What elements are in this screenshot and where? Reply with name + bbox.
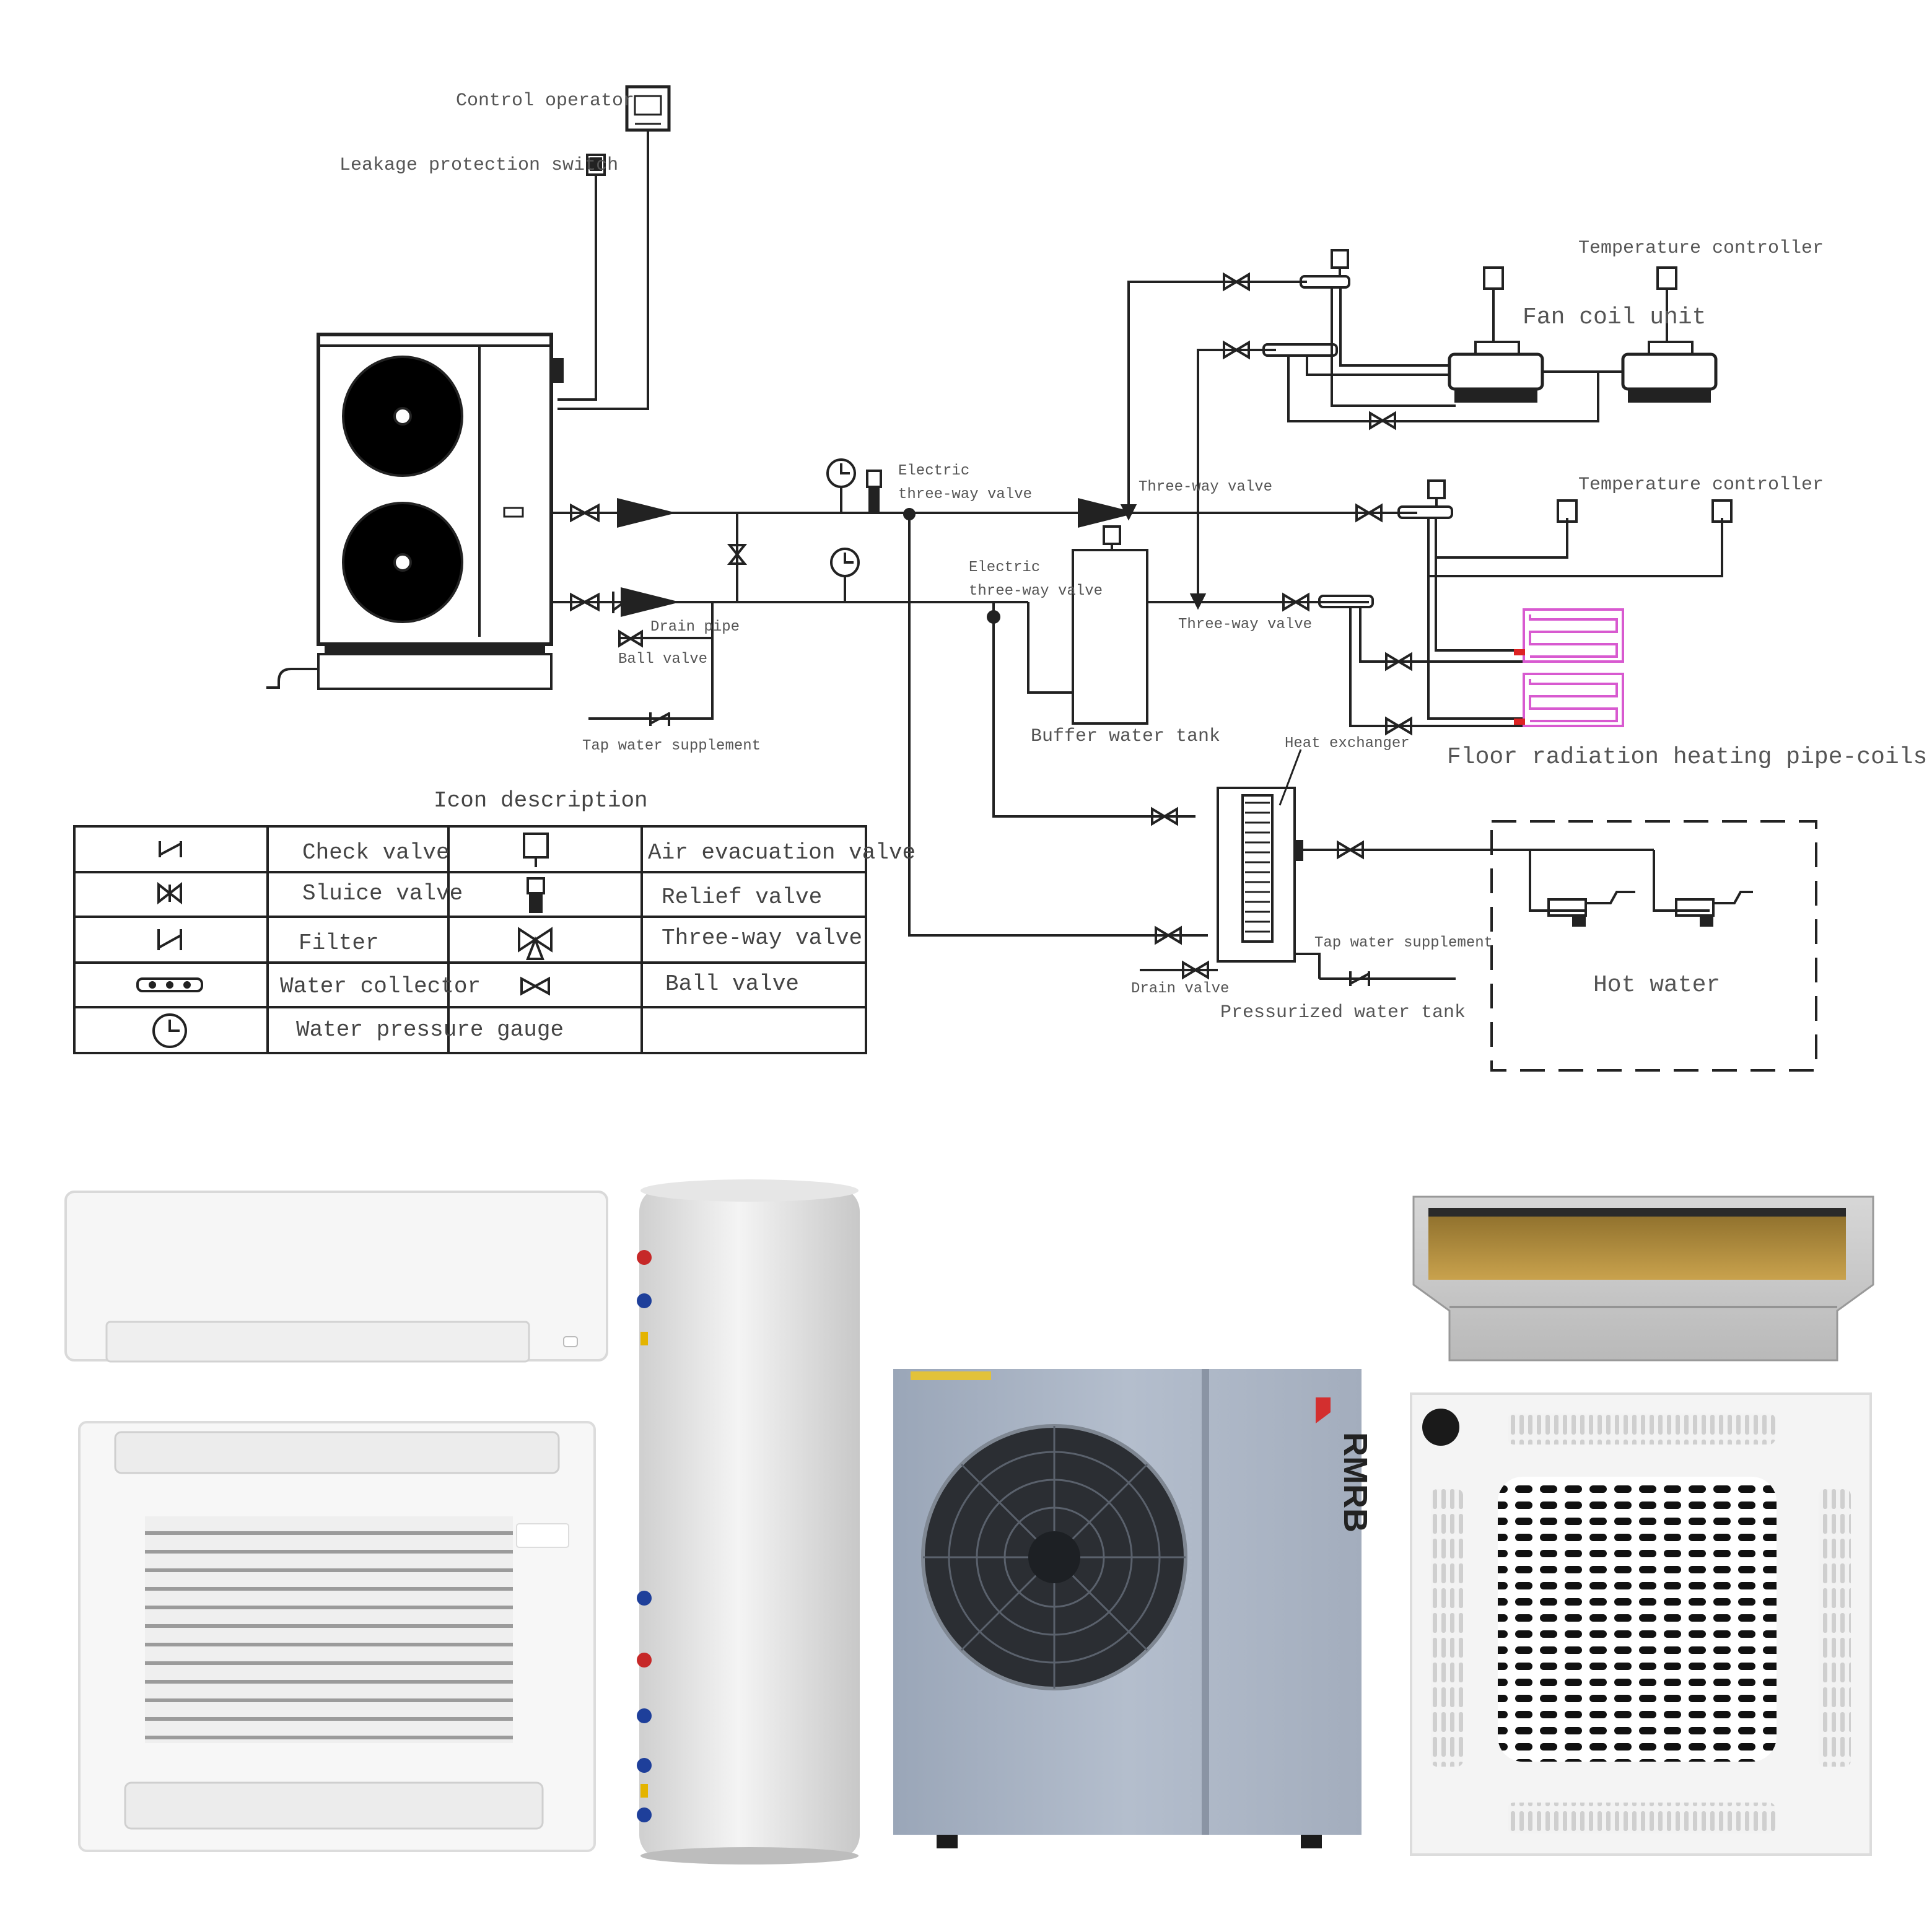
- label-floor-radiation: Floor radiation heating pipe-coils: [1447, 744, 1927, 771]
- brand-label: RMRB: [1337, 1432, 1374, 1532]
- ball-valve-icon: [1182, 960, 1209, 980]
- faucet-icon: [1675, 891, 1753, 927]
- cassette-unit-image: [1410, 1392, 1872, 1856]
- check-valve-icon: [1349, 971, 1370, 986]
- buffer-tank-icon: [1072, 525, 1148, 725]
- pressurized-tank-icon: [1217, 787, 1303, 963]
- sluice-valve-icon: [157, 881, 182, 905]
- label-ball-valve: Ball valve: [618, 651, 707, 668]
- air-evacuation-valve-icon: [523, 833, 549, 867]
- label-electric-valve-2b: three-way valve: [969, 583, 1103, 600]
- product-photos: RMRB: [64, 1179, 1874, 1864]
- legend-label-5: Water pressure gauge: [296, 1017, 564, 1042]
- ball-valve-icon: [570, 592, 600, 612]
- brand-logo-icon: [1316, 1397, 1331, 1423]
- label-temp-controller-mid: Temperature controller: [1578, 474, 1824, 496]
- ball-valve-icon: [1282, 592, 1309, 612]
- ball-valve-icon: [1385, 716, 1412, 736]
- ball-valve-icon: [520, 976, 550, 996]
- air-evacuation-valve-icon: [1331, 249, 1349, 276]
- ball-valve-icon: [1337, 840, 1364, 860]
- fan-coil-unit-icon: [1621, 341, 1718, 403]
- filter-icon: [157, 929, 182, 950]
- three-way-valve-icon: [1120, 504, 1137, 521]
- check-valve-icon: [649, 712, 670, 726]
- legend-label-4: Water collector: [280, 974, 481, 999]
- label-drain-valve: Drain valve: [1131, 981, 1229, 997]
- outdoor-unit-icon: [266, 333, 564, 690]
- hot-water-zone: [1490, 820, 1817, 1072]
- label-buffer-tank: Buffer water tank: [1031, 726, 1220, 747]
- label-tap-water-supplement-2: Tap water supplement: [1314, 935, 1493, 951]
- pressure-gauge-icon: [830, 548, 860, 602]
- sluice-valve-icon: [727, 544, 748, 565]
- heat-pump-unit-image: [893, 1369, 1362, 1848]
- ball-valve-icon: [1155, 925, 1182, 945]
- label-three-way-valve-mid: Three-way valve: [1178, 616, 1312, 633]
- water-collector-icon: [1300, 275, 1350, 289]
- check-valve-icon: [159, 841, 182, 857]
- label-tap-water-supplement: Tap water supplement: [582, 738, 761, 754]
- filter-icon: [612, 592, 636, 613]
- label-electric-valve-1: Electric: [898, 463, 969, 479]
- legend-label-3: Filter: [299, 930, 379, 956]
- three-way-valve-icon: [518, 927, 553, 960]
- fan-coil-unit-icon: [1448, 341, 1544, 403]
- floor-heating-coil-icon: [1523, 608, 1624, 727]
- water-collector-icon: [1318, 595, 1374, 608]
- water-collector-icon: [1262, 343, 1338, 357]
- label-temp-controller-top: Temperature controller: [1578, 238, 1824, 259]
- legend-label-2: Sluice valve: [302, 881, 463, 906]
- legend-label-6: Air evacuation valve: [648, 840, 916, 865]
- label-electric-valve-1b: three-way valve: [898, 486, 1032, 503]
- label-control-operator: Control operator: [456, 90, 634, 111]
- pressure-gauge-icon: [826, 458, 856, 513]
- heating-schematic: [266, 85, 1817, 1072]
- water-tank-image: [637, 1179, 860, 1864]
- thermostat-icon: [1483, 266, 1504, 342]
- legend-label-7: Relief valve: [662, 885, 822, 910]
- thermostat-icon: [1711, 499, 1733, 523]
- schematic-labels: Control operator Leakage protection swit…: [339, 90, 1927, 1023]
- label-leakage-switch: Leakage protection switch: [339, 155, 618, 176]
- relief-valve-icon: [866, 470, 882, 514]
- water-collector-icon: [136, 977, 203, 992]
- label-pressurized-tank: Pressurized water tank: [1220, 1002, 1466, 1023]
- floor-console-unit-image: [78, 1421, 596, 1852]
- label-fan-coil-unit: Fan coil unit: [1523, 304, 1706, 331]
- legend-label-1: Check valve: [302, 840, 450, 865]
- ball-valve-icon: [1223, 340, 1250, 360]
- pressure-gauge-icon: [152, 1013, 187, 1048]
- thermostat-icon: [1557, 499, 1578, 523]
- legend-label-9: Ball valve: [665, 971, 799, 997]
- label-three-way-valve-top: Three-way valve: [1139, 479, 1272, 496]
- ducted-unit-image: [1412, 1195, 1874, 1362]
- relief-valve-icon: [527, 877, 545, 913]
- faucet-icon: [1547, 891, 1635, 927]
- three-way-valve-icon: [1189, 593, 1207, 610]
- label-heat-exchanger: Heat exchanger: [1285, 735, 1410, 752]
- water-collector-icon: [1397, 505, 1453, 519]
- ball-valve-icon: [618, 629, 643, 648]
- ball-valve-icon: [1385, 652, 1412, 671]
- thermostat-icon: [1656, 266, 1677, 342]
- ball-valve-icon: [1151, 806, 1178, 826]
- ball-valve-icon: [1223, 272, 1250, 292]
- ball-valve-icon: [1369, 411, 1396, 431]
- label-drain-pipe: Drain pipe: [650, 619, 740, 636]
- legend-title: Icon description: [434, 788, 648, 813]
- legend-label-8: Three-way valve: [662, 925, 862, 951]
- icon-legend: Icon description Check valve Sluice valv…: [73, 788, 916, 1054]
- label-electric-valve-2: Electric: [969, 559, 1040, 576]
- ball-valve-icon: [570, 503, 600, 523]
- wall-mounted-unit-image: [64, 1191, 608, 1363]
- air-evacuation-valve-icon: [1427, 479, 1446, 507]
- label-hot-water: Hot water: [1593, 972, 1720, 999]
- ball-valve-icon: [1355, 503, 1383, 523]
